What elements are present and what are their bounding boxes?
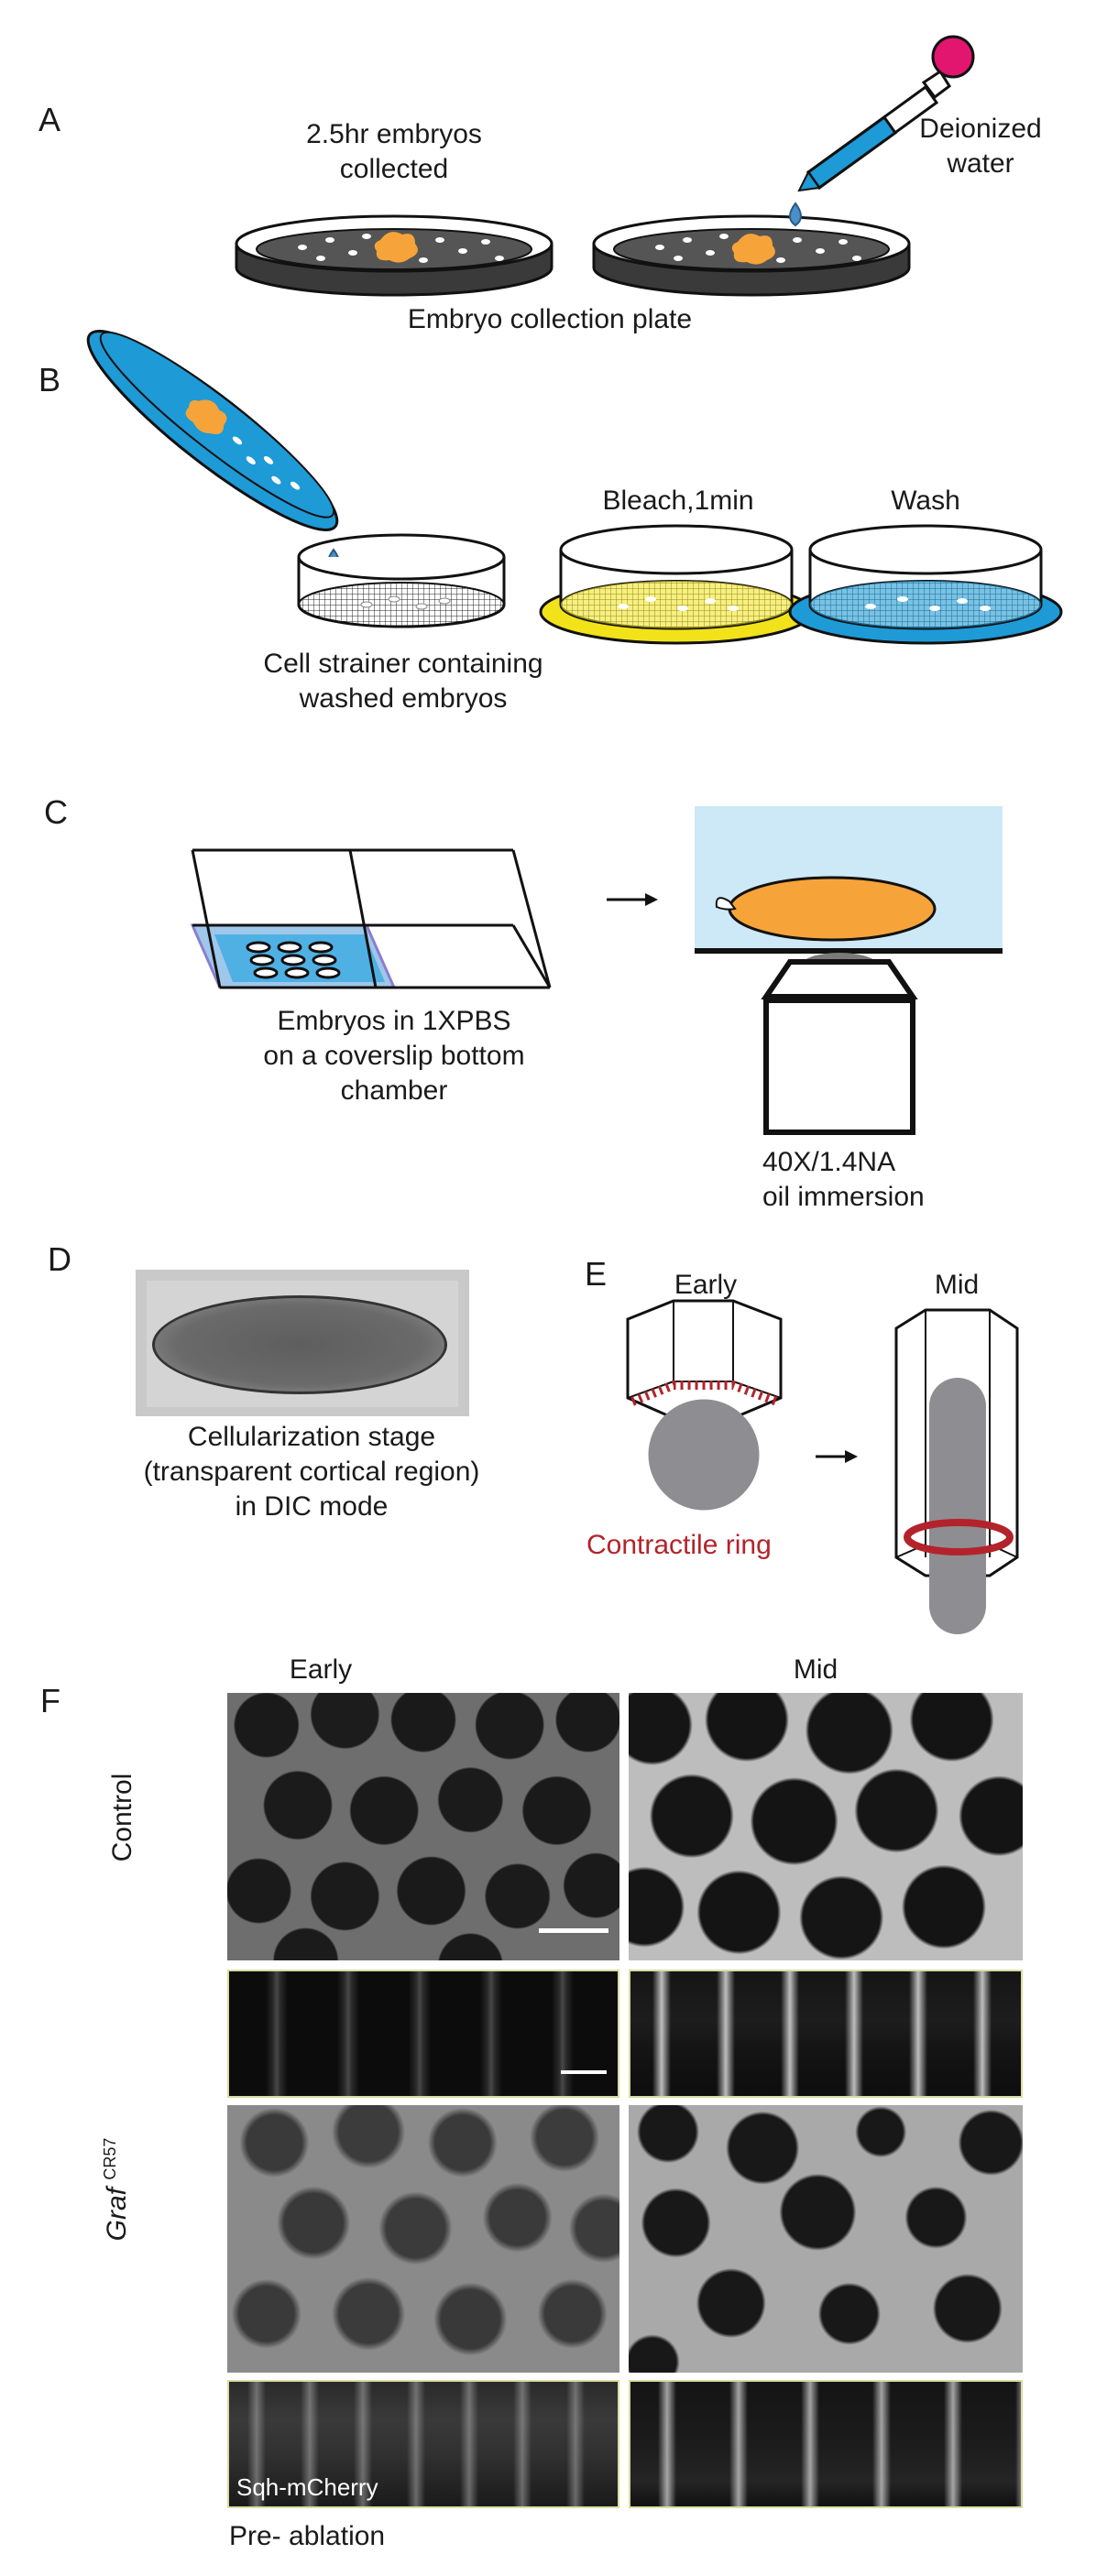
micrograph-control-early: [227, 1693, 619, 1960]
bleach-label: Bleach,1min: [602, 486, 754, 516]
collection-plate-label: Embryo collection plate: [407, 304, 693, 334]
embryo-cluster-left: [374, 232, 418, 263]
column-early-label: Early: [289, 1654, 353, 1685]
deionized-water-label: Deionized water: [919, 114, 1042, 179]
graf-allele-sup: CR57: [101, 2137, 119, 2180]
imaging-setup: [695, 806, 1003, 1135]
orthoview-graf-early: Sqh-mCherry: [227, 2380, 619, 2508]
micrograph-control-mid: [629, 1693, 1023, 1960]
panel-letter-a: A: [38, 101, 61, 138]
collection-plate-left: [235, 214, 554, 297]
chamber-embryos: [246, 941, 341, 979]
dic-stage-label: Cellularization stage (transparent corti…: [143, 1422, 480, 1522]
cell-strainer: [297, 533, 506, 628]
wash-strainer: [788, 524, 1063, 645]
tilted-plate: [86, 330, 339, 531]
mid-label: Mid: [934, 1270, 980, 1300]
panel-letter-e: E: [585, 1255, 608, 1293]
orthoview-control-mid: [629, 1970, 1023, 2098]
graf-gene-name: Graf: [102, 2188, 132, 2242]
early-cell-diagram: [626, 1299, 783, 1511]
marker-label: Sqh-mCherry: [236, 2473, 378, 2501]
orthoview-control-early: [227, 1970, 619, 2098]
contractile-ring-label: Contractile ring: [586, 1530, 772, 1560]
strainer-label: Cell strainer containing washed embryos: [263, 649, 543, 714]
orthoview-graf-mid: [629, 2380, 1023, 2508]
dic-embryo-image: [136, 1270, 469, 1416]
row-control-label: Control: [107, 1773, 137, 1862]
embryos-collected-label: 2.5hr embryos collected: [306, 119, 482, 184]
objective-label: 40X/1.4NA oil immersion: [762, 1147, 925, 1212]
panel-letter-d: D: [48, 1240, 71, 1278]
panel-letter-c: C: [44, 793, 68, 831]
column-mid-label: Mid: [793, 1654, 838, 1685]
scale-bar: [539, 1928, 608, 1933]
mid-cell-diagram: [894, 1308, 1019, 1634]
arrow-c: [607, 893, 658, 906]
pipette-icon: [789, 35, 975, 227]
wash-label: Wash: [891, 486, 960, 516]
row-graf-label: Graf CR57: [92, 2089, 132, 2290]
scale-bar-ortho: [561, 2070, 607, 2074]
collection-plate-right: [592, 214, 911, 297]
panel-letter-f: F: [40, 1682, 60, 1719]
micrograph-graf-early: [227, 2105, 619, 2373]
panel-letter-b: B: [38, 361, 61, 398]
early-label: Early: [674, 1270, 738, 1300]
water-drop-icon: [789, 202, 802, 227]
micrograph-graf-mid: [629, 2105, 1023, 2373]
condition-label: Pre- ablation: [229, 2521, 386, 2551]
bleach-strainer: [539, 524, 814, 645]
embryo-cluster-right: [731, 234, 775, 265]
coverslip-chamber: [190, 848, 552, 989]
arrow-e: [816, 1450, 858, 1463]
chamber-label: Embryos in 1XPBS on a coverslip bottom c…: [263, 1006, 525, 1106]
